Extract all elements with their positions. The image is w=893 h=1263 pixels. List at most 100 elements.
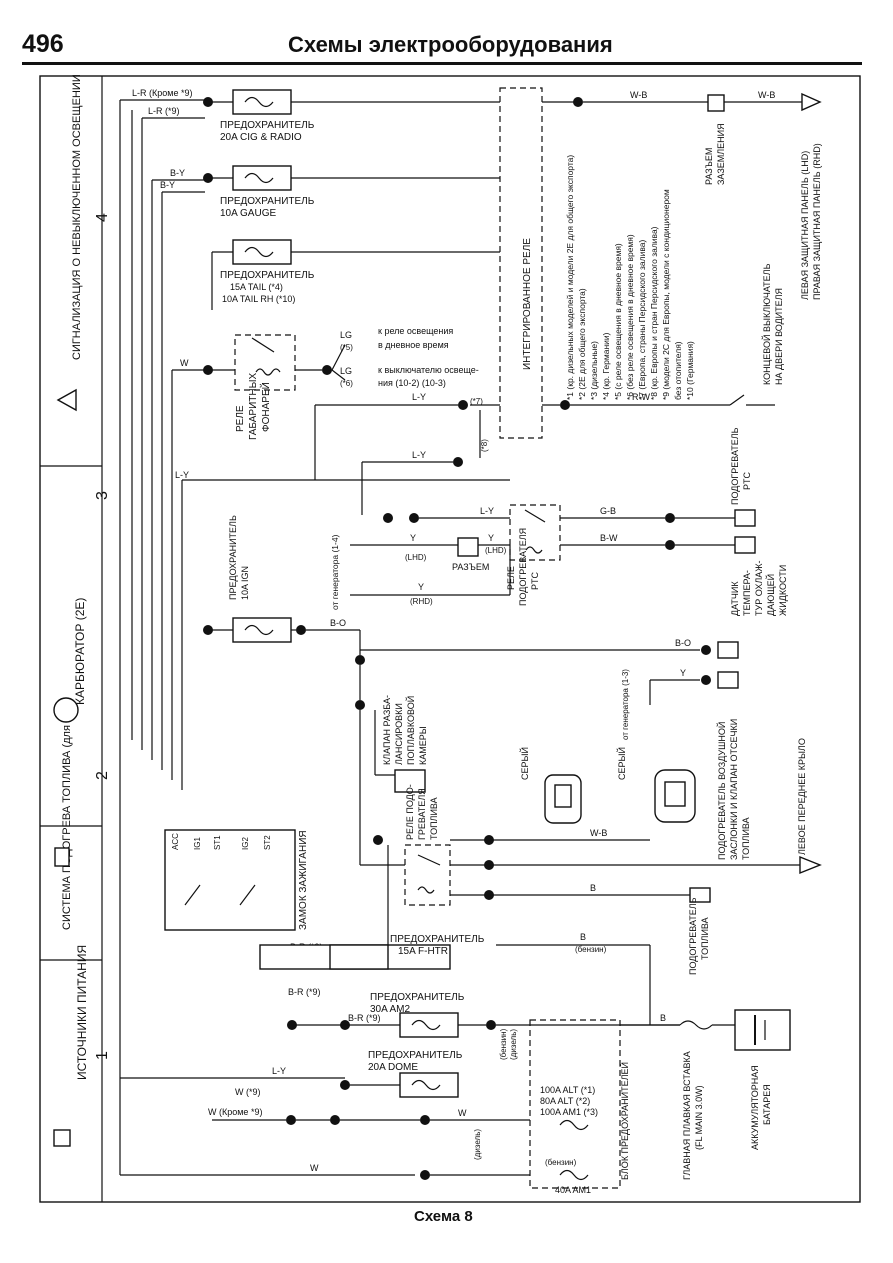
headlight-warning-icon — [56, 388, 77, 412]
note-2: *2 (2Е для общего экспорта) — [577, 288, 587, 400]
fuse-tail-rating-1: 15A TAIL (*4) — [230, 282, 283, 292]
daytime-relay-note-2: в дневное время — [378, 340, 449, 350]
float-valve-label-2: ЛАНСИРОВКИ — [394, 703, 404, 765]
wire-by-1: B-Y — [170, 168, 185, 178]
svg-text:IG1: IG1 — [193, 837, 202, 850]
section-label-fuel-heat: СИСТЕМА ПОДОГРЕВА ТОПЛИВА (для 2С) — [61, 704, 73, 930]
wire-x5: (*5) — [340, 343, 353, 352]
coolant-sensor-label-5: ЖИДКОСТИ — [778, 565, 788, 616]
door-switch-label-1: КОНЦЕВОЙ ВЫКЛЮЧАТЕЛЬ — [761, 263, 772, 385]
float-valve-label-1: КЛАПАН РАЗБА- — [382, 695, 392, 765]
fuse-block-item-4: 40A AM1 — [555, 1185, 591, 1195]
heater-ptc-label-2: PTC — [742, 471, 752, 490]
note-7: *7 (Европа, страны Персидского залива) — [637, 240, 647, 400]
fuse-gauge-label: ПРЕДОХРАНИТЕЛЬ — [220, 196, 315, 207]
wire-lhd-2: (LHD) — [485, 546, 507, 555]
fuel-heater-relay-label-3: ТОПЛИВА — [429, 797, 439, 840]
wire-ly-3: L-Y — [175, 470, 189, 480]
section-number-4: 4 — [94, 213, 111, 222]
fuse-cig-label: ПРЕДОХРАНИТЕЛЬ — [220, 120, 315, 131]
wire-w-not9: W (Кроме *9) — [208, 1107, 262, 1117]
wire-rw: R-W — [632, 392, 650, 402]
note-9: *9 (модели 2С для Европы, модели с конди… — [661, 189, 671, 400]
section-number-1: 1 — [94, 1051, 111, 1060]
tail-relay: РЕЛЕ ГАБАРИТНЫХ ФОНАРЕЙ к реле освещения… — [203, 326, 479, 440]
wire-y-1: Y — [410, 533, 416, 543]
fuse-gauge-rating: 10A GAUGE — [220, 208, 276, 219]
left-panel-label-1: ЛЕВАЯ ЗАЩИТНАЯ ПАНЕЛЬ (LHD) — [800, 151, 810, 300]
wire-benz-1: (бензин) — [545, 1158, 577, 1167]
wire-y-4: Y — [680, 668, 686, 678]
fuel-heater-label-2: ТОПЛИВА — [700, 917, 710, 960]
left-fender-label: ЛЕВОЕ ПЕРЕДНЕЕ КРЫЛО — [797, 738, 807, 855]
wire-lg-1: LG — [340, 330, 352, 340]
main-fuse-label-2: (FL MAIN 3.0W) — [694, 1085, 704, 1150]
fuse-cig: ПРЕДОХРАНИТЕЛЬ 20A CIG & RADIO — [203, 89, 500, 143]
wire-w-9: W (*9) — [235, 1087, 261, 1097]
wire-diz-1: (дизель) — [473, 1129, 482, 1160]
section-number-3: 3 — [94, 491, 111, 500]
left-bus-wires — [119, 99, 510, 1176]
fuel-heater-relay-label-1: РЕЛЕ ПОДО- — [405, 784, 415, 840]
fuse-dome-label: ПРЕДОХРАНИТЕЛЬ — [368, 1050, 463, 1061]
fuse-block-label: БЛОК ПРЕДОХРАНИТЕЛЕЙ — [619, 1062, 630, 1180]
notes-block: *1 (кр. дизельных моделей и модели 2Е дл… — [565, 155, 695, 400]
section-number-2: 2 — [94, 771, 111, 780]
wire-w-1: W — [180, 358, 189, 368]
note-8: *8 (кр. Европы и стран Персидского залив… — [649, 226, 659, 400]
note-4: *4 (кр. Германии) — [601, 332, 611, 400]
light-switch-note-2: ния (10-2) (10-3) — [378, 378, 446, 388]
fuse-ign-rating: 10A IGN — [240, 566, 250, 600]
ptc-region: L-Y (*7) (*8) L-Y L-Y L-Y G-B B-W ПОДОГР… — [175, 392, 788, 616]
wire-bo-1: B-O — [330, 618, 346, 628]
air-heater-label-1: ПОДОГРЕВАТЕЛЬ ВОЗДУШНОЙ — [716, 722, 727, 860]
wire-br-3: B-R (*9) — [348, 1013, 381, 1023]
fuse-block-item-1: 100A ALT (*1) — [540, 1085, 595, 1095]
wire-diz-2: (дизель) — [509, 1029, 518, 1060]
section-label-light-warning: СИГНАЛИЗАЦИЯ О НЕВЫКЛЮЧЕННОМ ОСВЕЩЕНИИ — [71, 74, 83, 360]
integrated-relay: ИНТЕГРИРОВАННОЕ РЕЛЕ W-B W-B РАЗЪЕМ ЗАЗЕ… — [499, 87, 822, 439]
coolant-sensor-label-2: ТЕМПЕРА- — [742, 570, 752, 616]
fuse-fhtr-label: ПРЕДОХРАНИТЕЛЬ — [390, 934, 485, 945]
wire-benz-3: (бензин) — [575, 945, 607, 954]
ignition-switch: ACC IG1 ST1 IG2 ST2 ЗАМОК ЗАЖИГАНИЯ B-R … — [132, 88, 323, 952]
wire-w-2: W — [458, 1108, 467, 1118]
section-label-power: ИСТОЧНИКИ ПИТАНИЯ — [75, 945, 89, 1080]
wire-y-3: Y — [418, 582, 424, 592]
tail-relay-label-1: РЕЛЕ — [235, 405, 246, 432]
fuel-heater-region: КЛАПАН РАЗБА- ЛАНСИРОВКИ ПОПЛАВКОВОЙ КАМ… — [360, 695, 822, 975]
fuse-gauge: ПРЕДОХРАНИТЕЛЬ 10A GAUGE — [203, 165, 500, 219]
wire-x8: (*8) — [480, 439, 489, 452]
gray-b-label: СЕРЫЙ — [616, 747, 627, 780]
coolant-sensor-label-4: ДАЮЩЕЙ — [765, 574, 776, 616]
svg-text:IG2: IG2 — [241, 837, 250, 850]
fuse-cig-rating: 20A CIG & RADIO — [220, 132, 302, 143]
wire-y-2: Y — [488, 533, 494, 543]
note-3: *3 (дизельные) — [589, 341, 599, 400]
fuse-tail-rating-2: 10A TAIL RH (*10) — [222, 294, 295, 304]
wire-by-2: B-Y — [160, 180, 175, 190]
main-fuse-label-1: ГЛАВНАЯ ПЛАВКАЯ ВСТАВКА — [682, 1051, 692, 1180]
wire-benz-2: (бензин) — [499, 1028, 508, 1060]
power-region: ПРЕДОХРАНИТЕЛЬ 15A F-HTR ПРЕДОХРАНИТЕЛЬ … — [120, 845, 791, 1195]
wire-x7: (*7) — [470, 397, 483, 406]
wire-x6: (*6) — [340, 379, 353, 388]
coolant-sensor-label-3: ТУР ОХЛАЖ- — [754, 560, 764, 616]
wire-lhd-1: (LHD) — [405, 553, 427, 562]
note-5: *5 (с реле освещения в дневное время) — [613, 243, 623, 400]
wire-lg-2: LG — [340, 366, 352, 376]
tail-relay-label-3: ФОНАРЕЙ — [259, 382, 272, 432]
air-heater-label-3: ТОПЛИВА — [741, 817, 751, 860]
wire-bo-2: B-O — [675, 638, 691, 648]
wire-lr-2: L-R (*9) — [148, 106, 180, 116]
fuse-fhtr-rating: 15A F-HTR — [398, 946, 448, 957]
fuse-ign-label: ПРЕДОХРАНИТЕЛЬ — [228, 515, 238, 600]
wire-gb: G-B — [600, 506, 616, 516]
svg-text:ST1: ST1 — [213, 835, 222, 850]
wire-lr-1: L-R (Кроме *9) — [132, 88, 192, 98]
wire-b-3: B — [660, 1013, 666, 1023]
section-label-carb: КАРБЮРАТОР (2Е) — [73, 598, 87, 705]
ptc-relay-label-2: ПОДОГРЕВАТЕЛЯ — [518, 528, 528, 606]
from-generator-2-label: от генератора (1-3) — [621, 669, 630, 740]
